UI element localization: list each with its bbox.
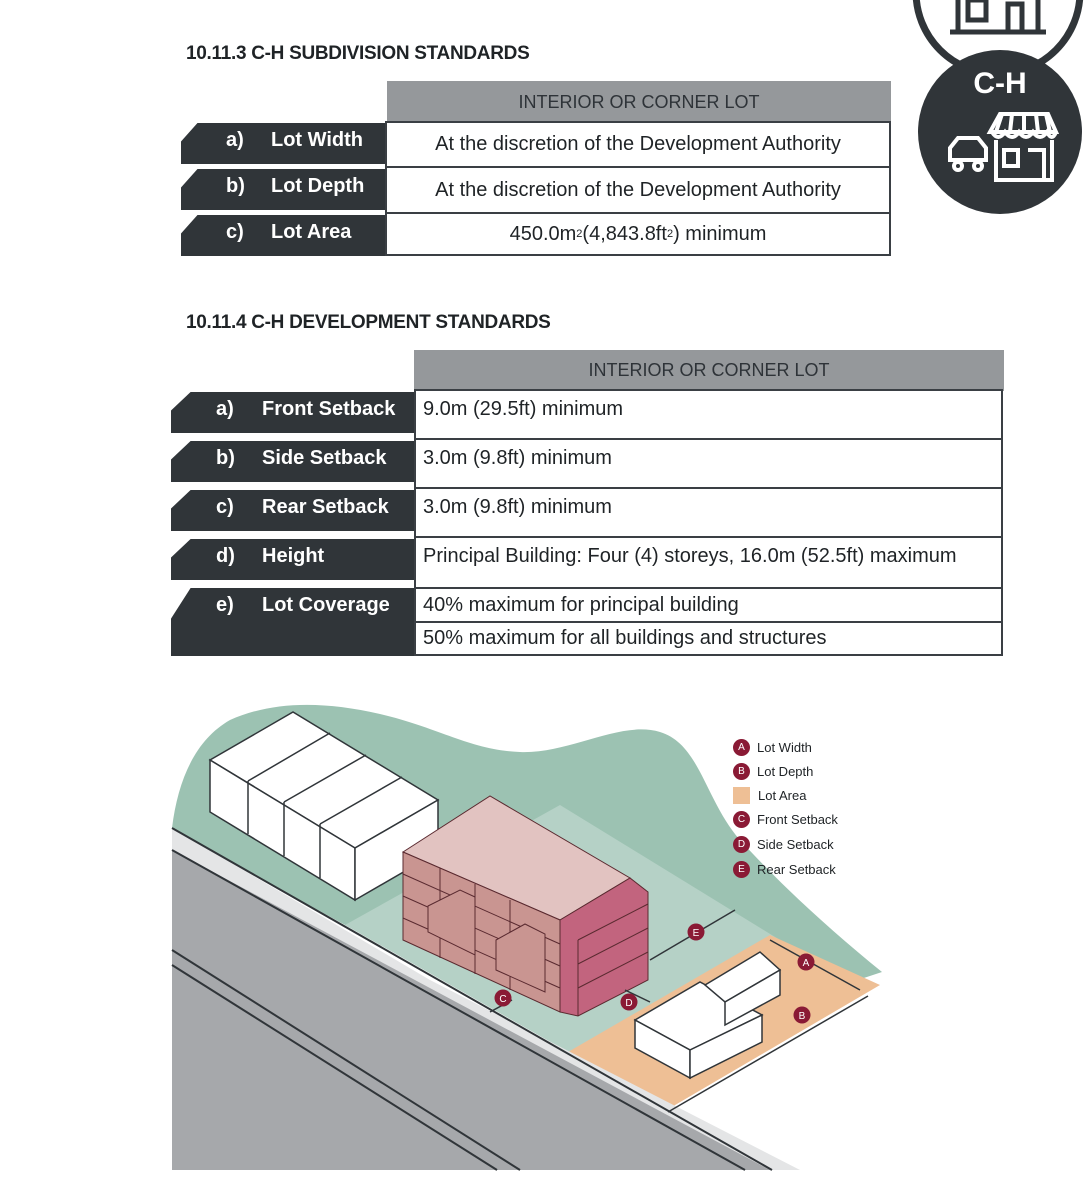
legend-lot-width: A Lot Width xyxy=(733,739,812,756)
neighbour-building xyxy=(208,711,440,902)
sidewalk xyxy=(172,828,800,1170)
value-mid: (4,843.8ft xyxy=(582,222,667,245)
legend-label: Lot Depth xyxy=(757,764,814,779)
development-height-value: Principal Building: Four (4) storeys, 16… xyxy=(414,536,1003,589)
c-h-district-badge: C-H xyxy=(912,0,1084,214)
road-edge xyxy=(171,964,498,1171)
legend-lot-depth: B Lot Depth xyxy=(733,763,813,780)
row-label-text: Lot Area xyxy=(271,221,352,243)
legend-marker: E xyxy=(733,861,750,878)
development-row-rear-setback-label: c) Rear Setback xyxy=(171,490,416,531)
road-edge xyxy=(171,949,521,1171)
subdivision-row-lot-width-label: a) Lot Width xyxy=(181,123,387,164)
legend-label: Lot Area xyxy=(758,788,807,803)
legend-side-setback: D Side Setback xyxy=(733,836,834,853)
development-lot-coverage-value-2: 50% maximum for all buildings and struct… xyxy=(414,621,1003,656)
development-row-height-label: d) Height xyxy=(171,539,416,580)
neighbour-house xyxy=(633,951,782,1080)
dimension-lines xyxy=(489,909,869,1113)
marker-a: A xyxy=(797,953,815,971)
svg-text:A: A xyxy=(803,958,810,969)
row-label-text: Front Setback xyxy=(262,398,396,420)
row-label-text: Lot Depth xyxy=(271,175,365,197)
row-label-text: Side Setback xyxy=(262,447,387,469)
subdivision-row-lot-depth-label: b) Lot Depth xyxy=(181,169,387,210)
legend-marker: D xyxy=(733,836,750,853)
row-label-text: Lot Width xyxy=(271,129,364,151)
row-letter: b) xyxy=(216,447,235,469)
legend-marker: B xyxy=(733,763,750,780)
curb-line xyxy=(171,849,746,1171)
subdivision-lot-width-value: At the discretion of the Development Aut… xyxy=(385,121,891,168)
development-row-front-setback-label: a) Front Setback xyxy=(171,392,416,433)
lot-area-orange xyxy=(568,935,880,1108)
subdivision-row-lot-area-label: c) Lot Area xyxy=(181,215,387,256)
legend-lot-area: Lot Area xyxy=(733,787,806,804)
car-icon xyxy=(948,136,988,172)
row-label-text: Rear Setback xyxy=(262,496,389,518)
row-label-text: Lot Coverage xyxy=(262,594,390,616)
row-letter: a) xyxy=(216,398,234,420)
subdivision-standards-title: 10.11.3 C-H SUBDIVISION STANDARDS xyxy=(186,43,530,64)
development-column-header: INTERIOR OR CORNER LOT xyxy=(414,350,1004,391)
house-icon xyxy=(950,0,1046,35)
svg-text:B: B xyxy=(799,1011,806,1022)
legend-marker: C xyxy=(733,811,750,828)
marker-b: B xyxy=(793,1006,811,1024)
row-letter: c) xyxy=(226,221,244,243)
legend-marker: A xyxy=(733,739,750,756)
lot-area-swatch xyxy=(733,787,750,804)
green-space xyxy=(172,704,882,1065)
lot-area-green xyxy=(345,805,780,1052)
legend-label: Side Setback xyxy=(757,837,834,852)
row-letter: b) xyxy=(226,175,245,197)
subdivision-lot-depth-value: At the discretion of the Development Aut… xyxy=(385,166,891,214)
svg-text:E: E xyxy=(693,928,700,939)
badge-text: C-H xyxy=(973,67,1026,100)
development-lot-coverage-value-1: 40% maximum for principal building xyxy=(414,587,1003,623)
legend-label: Rear Setback xyxy=(757,862,836,877)
row-letter: c) xyxy=(216,496,234,518)
svg-text:D: D xyxy=(625,998,632,1009)
legend-rear-setback: E Rear Setback xyxy=(733,861,836,878)
value-end: ) minimum xyxy=(673,222,767,245)
development-rear-setback-value: 3.0m (9.8ft) minimum xyxy=(414,487,1003,538)
development-row-side-setback-label: b) Side Setback xyxy=(171,441,416,482)
legend-label: Front Setback xyxy=(757,812,838,827)
marker-d: D xyxy=(620,993,638,1011)
curb-line xyxy=(171,827,773,1171)
svg-text:C: C xyxy=(499,994,506,1005)
road xyxy=(172,828,772,1170)
development-front-setback-value: 9.0m (29.5ft) minimum xyxy=(414,389,1003,440)
principal-building xyxy=(401,795,649,1017)
row-letter: e) xyxy=(216,594,234,616)
row-label-text: Height xyxy=(262,545,325,567)
row-letter: a) xyxy=(226,129,244,151)
superscript: 2 xyxy=(576,228,583,240)
development-standards-title: 10.11.4 C-H DEVELOPMENT STANDARDS xyxy=(186,312,551,333)
storefront-icon xyxy=(986,112,1060,182)
row-letter: d) xyxy=(216,545,235,567)
legend-front-setback: C Front Setback xyxy=(733,811,838,828)
development-side-setback-value: 3.0m (9.8ft) minimum xyxy=(414,438,1003,489)
superscript: 2 xyxy=(666,228,674,240)
subdivision-column-header: INTERIOR OR CORNER LOT xyxy=(387,81,891,123)
development-row-lot-coverage-label: e) Lot Coverage xyxy=(171,588,416,656)
marker-c: C xyxy=(494,989,512,1007)
value-main: 450.0m xyxy=(509,222,577,245)
marker-e: E xyxy=(687,923,705,941)
legend-label: Lot Width xyxy=(757,740,812,755)
